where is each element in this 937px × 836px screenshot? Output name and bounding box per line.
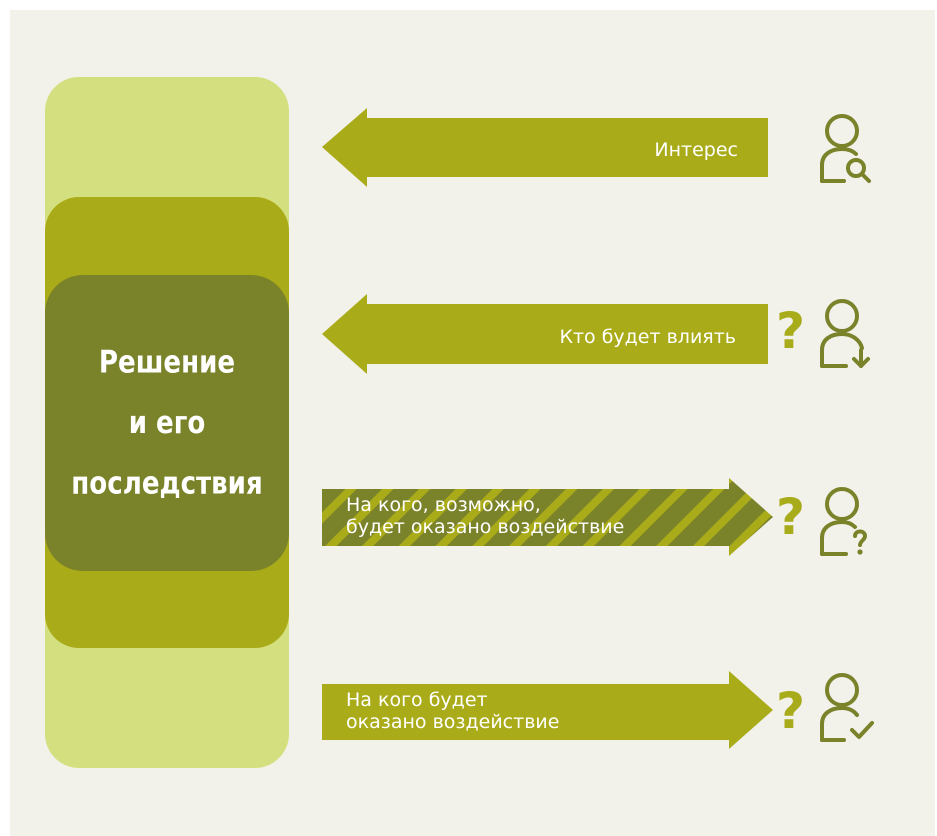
question-mark-3: ? bbox=[776, 488, 806, 546]
person-check-icon bbox=[820, 673, 874, 742]
arrow-possibly-affected-label: На кого, возможно, будет оказано воздейс… bbox=[346, 494, 624, 538]
center-title-line-2: и его bbox=[128, 403, 206, 441]
person-search-icon bbox=[820, 114, 871, 183]
arrow-affected-label: На кого будет оказано воздействие bbox=[346, 689, 559, 733]
center-title: Решение и его последствия bbox=[45, 331, 289, 512]
arrow-affected-label-line-2: оказано воздействие bbox=[346, 711, 560, 733]
question-mark-2: ? bbox=[776, 302, 806, 360]
person-question-icon bbox=[820, 487, 867, 556]
arrow-possibly-affected-label-line-2: будет оказано воздействие bbox=[346, 516, 625, 538]
person-down-arrow-icon bbox=[820, 299, 870, 368]
arrow-possibly-affected-label-line-1: На кого, возможно, bbox=[346, 494, 541, 516]
inner-column bbox=[45, 275, 289, 571]
question-mark-4: ? bbox=[776, 682, 806, 740]
center-title-line-3: последствия bbox=[71, 464, 263, 501]
arrow-interest-label: Интерес bbox=[654, 139, 738, 161]
arrow-influencers-label: Кто будет влиять bbox=[559, 326, 736, 348]
center-title-line-1: Решение bbox=[98, 343, 236, 380]
arrow-affected-label-line-1: На кого будет bbox=[346, 689, 488, 711]
